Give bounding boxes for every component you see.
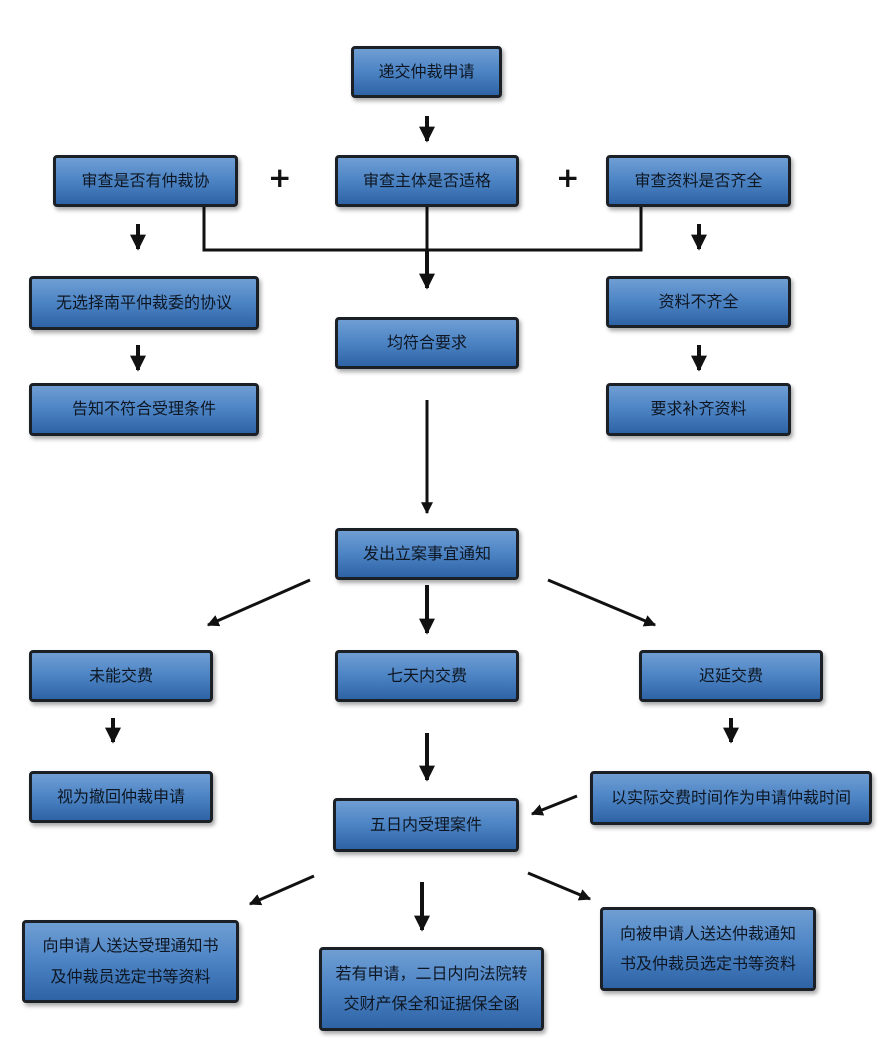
node-accept-five-days-label: 五日内受理案件 xyxy=(369,814,482,834)
node-deemed-withdrawn: 视为撤回仲裁申请 xyxy=(29,771,213,823)
node-check-subject-label: 审查主体是否适格 xyxy=(362,170,491,190)
node-notify-not-accepted-label: 告知不符合受理条件 xyxy=(71,399,216,419)
plus-sign-right: + xyxy=(556,161,580,194)
node-meets-requirements-label: 均符合要求 xyxy=(386,332,467,352)
node-send-respondent-line-1: 向被申请人送达仲裁通知 xyxy=(619,923,796,943)
node-materials-incomplete: 资料不齐全 xyxy=(606,276,791,328)
node-send-respondent: 向被申请人送达仲裁通知 书及仲裁员选定书等资料 xyxy=(600,907,816,991)
node-submit: 递交仲裁申请 xyxy=(351,46,502,98)
node-check-materials: 审查资料是否齐全 xyxy=(606,155,791,207)
node-check-agreement: 审查是否有仲裁协 xyxy=(53,155,238,207)
node-fee-unpaid-label: 未能交费 xyxy=(88,665,153,685)
node-send-applicant-line-2: 及仲裁员选定书等资料 xyxy=(50,966,211,986)
node-fee-late: 迟延交费 xyxy=(639,650,823,702)
node-actual-payment-time: 以实际交费时间作为申请仲裁时间 xyxy=(590,771,872,825)
plus-sign-left: + xyxy=(268,161,292,194)
arrow-actual-to-accept xyxy=(530,794,578,816)
node-fee-late-label: 迟延交费 xyxy=(698,665,763,685)
node-fee-seven-days-label: 七天内交费 xyxy=(386,665,467,685)
node-send-applicant-line-1: 向申请人送达受理通知书 xyxy=(42,936,219,956)
node-check-materials-label: 审查资料是否齐全 xyxy=(634,170,763,190)
node-preservation-line-1: 若有申请，二日内向法院转 xyxy=(335,963,528,983)
node-send-applicant: 向申请人送达受理通知书 及仲裁员选定书等资料 xyxy=(22,920,239,1003)
node-filing-notice: 发出立案事宜通知 xyxy=(335,528,519,580)
node-no-agreement-label: 无选择南平仲裁委的协议 xyxy=(55,292,232,312)
node-actual-payment-time-label: 以实际交费时间作为申请仲裁时间 xyxy=(610,787,851,807)
node-check-subject: 审查主体是否适格 xyxy=(335,155,519,207)
arrow-accept-to-applicant xyxy=(248,874,315,906)
node-deemed-withdrawn-label: 视为撤回仲裁申请 xyxy=(56,786,185,806)
node-materials-incomplete-label: 资料不齐全 xyxy=(658,291,739,311)
node-fee-unpaid: 未能交费 xyxy=(29,650,213,702)
node-fee-seven-days: 七天内交费 xyxy=(335,650,519,702)
arrow-notice-to-late xyxy=(547,578,657,627)
arrow-accept-to-respondent xyxy=(527,871,592,901)
node-filing-notice-label: 发出立案事宜通知 xyxy=(362,543,491,563)
node-notify-not-accepted: 告知不符合受理条件 xyxy=(29,383,259,436)
join-line xyxy=(202,207,643,252)
node-require-materials: 要求补齐资料 xyxy=(606,383,791,436)
node-send-respondent-line-2: 书及仲裁员选定书等资料 xyxy=(619,954,796,973)
node-preservation-line-2: 交财产保全和证据保全函 xyxy=(343,994,520,1013)
arrow-notice-to-unpaid xyxy=(206,578,311,627)
node-check-agreement-label: 审查是否有仲裁协 xyxy=(81,170,210,190)
node-meets-requirements: 均符合要求 xyxy=(335,317,519,369)
node-submit-label: 递交仲裁申请 xyxy=(378,61,475,81)
node-require-materials-label: 要求补齐资料 xyxy=(650,399,747,419)
node-no-agreement: 无选择南平仲裁委的协议 xyxy=(29,276,259,330)
node-preservation: 若有申请，二日内向法院转 交财产保全和证据保全函 xyxy=(319,947,544,1031)
node-accept-five-days: 五日内受理案件 xyxy=(333,798,519,852)
